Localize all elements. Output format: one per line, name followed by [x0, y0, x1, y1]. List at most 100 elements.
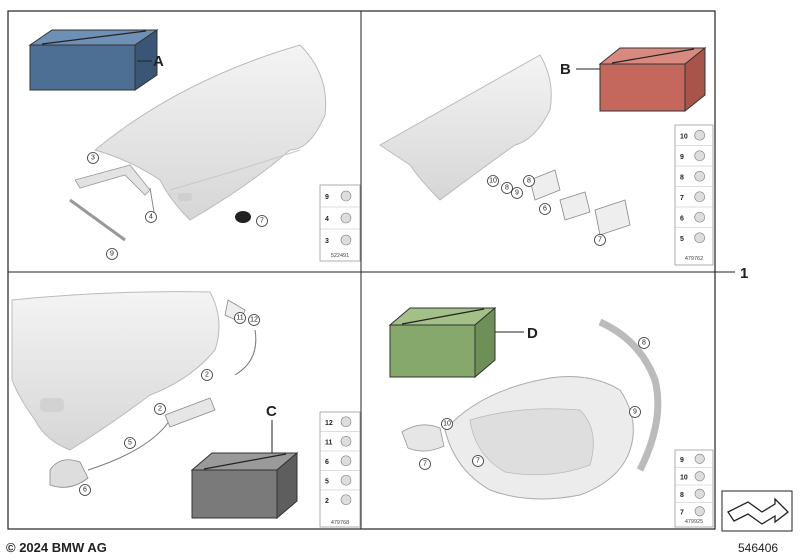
legend-c [319, 411, 361, 528]
callout-circle [145, 211, 157, 223]
legend-item-number: 9 [680, 457, 684, 464]
kit-box-d-side [474, 306, 496, 379]
number-plate-bracket-2 [559, 191, 591, 221]
assembly-ref-number: 1 [740, 265, 748, 282]
callout-circle [124, 437, 136, 449]
tail-light-left [178, 193, 192, 201]
legend-item-number: 12 [325, 420, 333, 427]
callout-number: 11 [236, 315, 243, 322]
callout-circle [523, 175, 535, 187]
fastener-icon [694, 471, 705, 482]
callout-circle [501, 182, 513, 194]
legend-a [319, 184, 361, 262]
diagram-number: 546406 [738, 541, 779, 555]
handle-switch [164, 397, 216, 428]
fastener-icon [340, 190, 352, 202]
kit-letter-c: C [266, 403, 277, 420]
lid-contour-line [169, 149, 301, 191]
legend-item-number: 6 [680, 215, 684, 222]
callout-circle [201, 369, 213, 381]
kit-box-b-front [599, 63, 686, 112]
kit-box-a-front [29, 44, 136, 91]
copyright-text: © 2024 BMW AG [6, 540, 107, 555]
legend-item-number: 8 [680, 492, 684, 499]
kit-box-a-side [134, 29, 158, 91]
fastener-icon [694, 232, 706, 244]
kit-box-d-front [389, 324, 476, 378]
callout-circle [79, 484, 91, 496]
legend-item-number: 9 [325, 194, 329, 201]
callout-number: 2 [205, 372, 209, 379]
fastener-icon [694, 170, 706, 182]
part-number-b: 479762 [685, 256, 703, 262]
fastener-icon [694, 488, 705, 499]
kit-letter-b: B [560, 61, 571, 78]
kit-letter-d: D [527, 325, 538, 342]
callout-number: 9 [110, 251, 114, 258]
bowden-cable [87, 419, 171, 471]
number-plate-bracket-1 [529, 169, 561, 201]
legend-item-number: 3 [325, 238, 329, 245]
callout-circle [256, 215, 268, 227]
legend-item-number: 7 [680, 509, 684, 516]
legend-d [674, 449, 714, 528]
callout-circle [441, 418, 453, 430]
tail-light-c [40, 398, 64, 412]
screw-leader [149, 187, 155, 213]
callout-circle [539, 203, 551, 215]
callout-circle [106, 248, 118, 260]
callout-circle [629, 406, 641, 418]
fastener-icon [340, 416, 352, 428]
callout-number: 10 [489, 178, 497, 185]
kit-box-c-tape [203, 453, 287, 470]
callout-number: 6 [543, 206, 547, 213]
legend-item-number: 4 [325, 216, 329, 223]
kit-box-d-tape [401, 308, 485, 325]
number-plate-bracket-3 [594, 199, 631, 236]
nav-arrow-symbol [721, 490, 793, 532]
hinge-bracket [74, 164, 151, 196]
legend-item-number: 10 [680, 133, 688, 140]
callout-number: 9 [633, 409, 637, 416]
kit-box-b-tape [611, 48, 695, 64]
callout-number: 5 [128, 440, 132, 447]
legend-item-number: 8 [680, 174, 684, 181]
callout-circle [487, 175, 499, 187]
trunk-lid-exterior-b [379, 54, 552, 201]
callout-number: 8 [505, 185, 509, 192]
arrow-icon [727, 497, 789, 525]
legend-item-number: 6 [325, 459, 329, 466]
callout-circle [638, 337, 650, 349]
fastener-icon [340, 435, 352, 447]
kit-box-a-tape [41, 30, 147, 45]
callout-number: 8 [527, 178, 531, 185]
trunk-lid-exterior [93, 44, 327, 221]
legend-item-number: 5 [680, 236, 684, 243]
callout-number: 7 [423, 461, 427, 468]
legend-item-number: 11 [325, 439, 333, 446]
callout-number: 12 [250, 317, 258, 324]
callout-circle [154, 403, 166, 415]
callout-number: 4 [149, 214, 153, 221]
kit-box-c-side [276, 451, 298, 520]
kit-box-b-side [684, 46, 706, 113]
fastener-icon [694, 129, 706, 141]
callout-circle [234, 312, 246, 324]
legend-item-number: 9 [680, 154, 684, 161]
fastener-icon [694, 453, 705, 464]
callout-number: 3 [91, 155, 95, 162]
callout-number: 9 [515, 190, 519, 197]
callout-circle [472, 455, 484, 467]
gas-strut [69, 198, 126, 242]
lock-cover-trim [401, 424, 445, 452]
legend-item-number: 2 [325, 498, 329, 505]
